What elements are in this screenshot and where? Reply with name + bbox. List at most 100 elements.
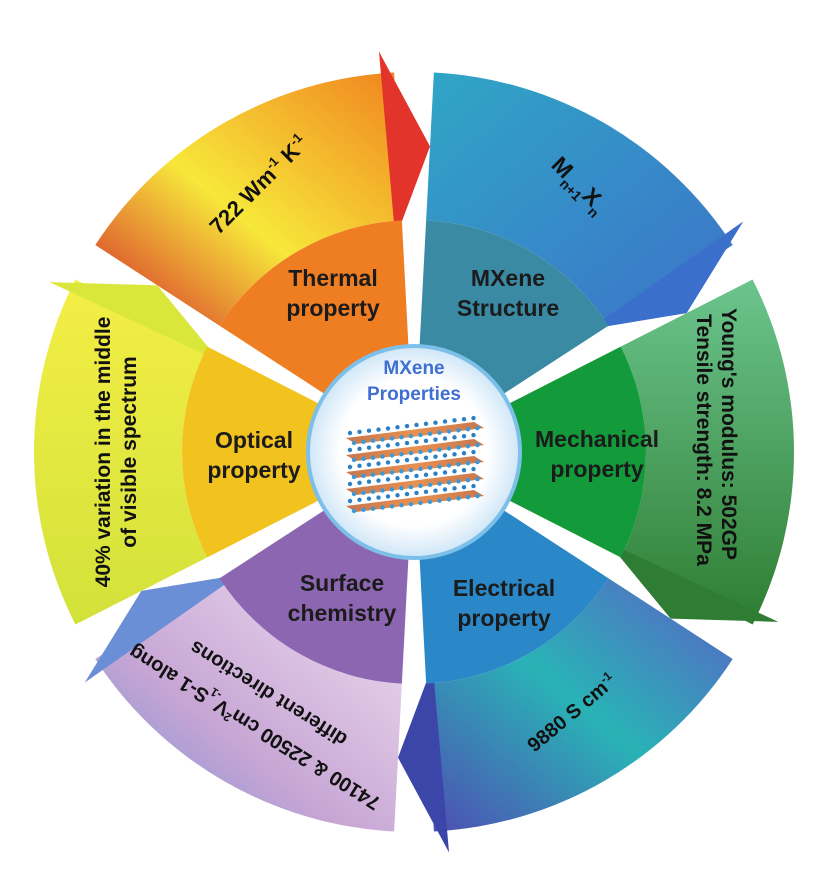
crystal-atom [370, 455, 376, 460]
crystal-atom [423, 421, 429, 426]
crystal-atom [442, 487, 448, 492]
crystal-atom [361, 439, 366, 445]
crystal-atom [414, 422, 419, 428]
crystal-atom [442, 470, 448, 475]
crystal-atom [423, 455, 429, 460]
crystal-atom [452, 486, 457, 491]
crystal-atom [395, 476, 400, 481]
crystal-atom [351, 457, 357, 463]
crystal-atom [370, 438, 376, 443]
crystal-atom [437, 430, 442, 435]
crystal-atom [370, 472, 376, 477]
crystal-layer [346, 456, 484, 478]
crystal-atom [347, 430, 353, 436]
crystal-atom [427, 499, 433, 504]
crystal-atom [380, 488, 385, 493]
crystal-atom [475, 442, 480, 448]
crystal-atom [376, 444, 381, 449]
arrowhead-thermal [378, 51, 431, 239]
crystal-atom [357, 463, 362, 469]
crystal-atom [465, 495, 471, 500]
crystal-atom [347, 498, 353, 504]
ring-band-electrical [426, 578, 733, 832]
crystal-atom [427, 448, 433, 453]
ring-arrowheads [49, 51, 779, 853]
crystal-atom [389, 453, 395, 458]
crystal-atom [475, 459, 480, 465]
crystal-atom [408, 433, 414, 439]
crystal-atom [471, 483, 476, 489]
crystal-atom [475, 493, 480, 499]
crystal-atom [380, 471, 385, 476]
crystal-atom [442, 419, 448, 424]
crystal-atom [376, 427, 381, 432]
mxene-layered-crystal-icon [346, 415, 484, 514]
ring-band-thermal [95, 72, 402, 326]
crystal-atom [456, 428, 461, 433]
crystal-atom [427, 482, 433, 487]
crystal-atom [351, 474, 357, 480]
crystal-atom [414, 473, 419, 479]
crystal-atom [376, 495, 381, 500]
ring-band-structure [426, 72, 733, 326]
crystal-atom [418, 432, 423, 438]
crystal-atom [456, 462, 461, 467]
crystal-atom [433, 437, 438, 442]
crystal-atom [446, 497, 452, 502]
crystal-atom [471, 466, 476, 472]
sector-label-thermal-line1: Thermal [288, 265, 377, 291]
sector-mechanical [504, 346, 646, 558]
crystal-atom [427, 431, 433, 436]
crystal-atom [461, 417, 467, 422]
crystal-atom [456, 496, 461, 501]
crystal-atom [380, 505, 385, 510]
crystal-atom [361, 507, 366, 513]
sector-surface [219, 507, 409, 684]
sector-label-electrical-line2: property [457, 605, 551, 631]
sector-labels: ThermalpropertyMXeneStructureMechanicalp… [207, 265, 659, 631]
crystal-atom [437, 498, 442, 503]
crystal-atom [395, 442, 400, 447]
ring-text-mechanical-line2: Tensile strength: 8.2 MPa [692, 314, 715, 566]
crystal-atom [433, 488, 438, 493]
sector-label-optical-line1: Optical [215, 427, 293, 453]
crystal-layer [346, 490, 484, 512]
crystal-atom [389, 470, 395, 475]
crystal-atom [437, 447, 442, 452]
crystal-atom [351, 508, 357, 514]
crystal-atom [404, 423, 410, 429]
crystal-atom [418, 483, 423, 489]
crystal-atom [452, 418, 457, 423]
crystal-atom [395, 425, 400, 430]
sector-thermal [219, 220, 409, 397]
crystal-atom [471, 415, 476, 421]
crystal-atom [446, 429, 452, 434]
crystal-atom [408, 450, 414, 456]
crystal-atom [461, 434, 467, 439]
crystal-atom [404, 457, 410, 463]
sector-label-electrical-line1: Electrical [453, 575, 555, 601]
sector-optical [181, 346, 324, 558]
crystal-atom [452, 452, 457, 457]
crystal-atom [399, 503, 404, 508]
crystal-atom [433, 420, 438, 425]
crystal-atom [361, 456, 366, 462]
crystal-atom [465, 478, 471, 483]
crystal-atom [475, 476, 480, 482]
crystal-atom [437, 481, 442, 486]
outer-ring [34, 72, 795, 832]
crystal-atom [385, 477, 391, 482]
sector-label-mechanical-line1: Mechanical [535, 426, 659, 452]
sector-label-structure-line2: Structure [457, 295, 559, 321]
crystal-atom [347, 464, 353, 470]
crystal-atom [465, 461, 471, 466]
crystal-atom [389, 436, 395, 441]
crystal-atom [452, 469, 457, 474]
crystal-atom [414, 456, 419, 462]
crystal-atom [370, 489, 376, 494]
crystal-atom [408, 501, 414, 507]
crystal-atom [380, 437, 385, 442]
crystal-atom [423, 438, 429, 443]
crystal-atom [456, 479, 461, 484]
ring-text-optical-line2: of visible spectrum [118, 356, 141, 547]
